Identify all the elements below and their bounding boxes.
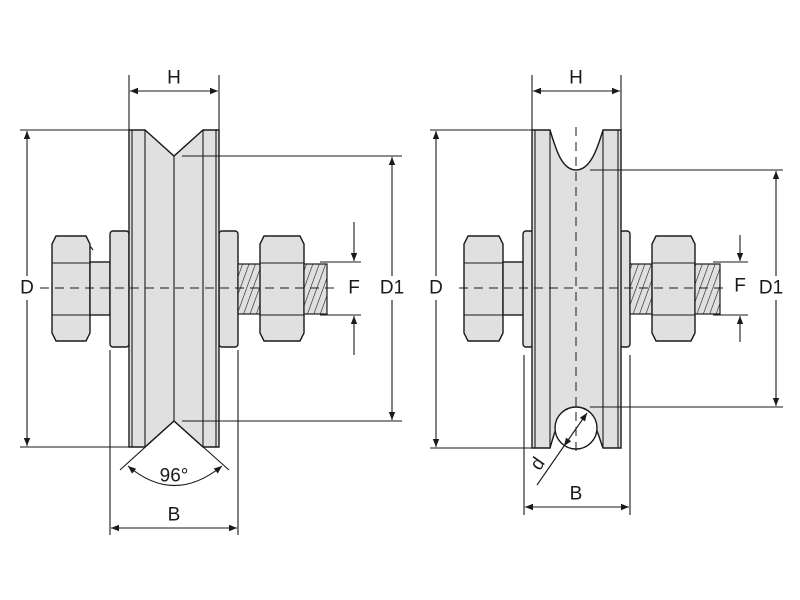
dim-label-D: D [20,278,34,299]
dim-label-H: H [569,68,583,89]
dim-label-D1: D1 [759,278,783,299]
dim-label-F: F [348,278,360,299]
dim-label-B: B [570,484,583,505]
dim-label-D1: D1 [380,278,404,299]
v-groove-wheel: D H D1 F B 96° [20,68,404,535]
dim-label-angle: 96° [160,466,189,487]
bolt-head [463,235,525,342]
thread-outer [303,263,328,315]
wheel-body [128,129,220,448]
hub-right [218,230,239,348]
hub-left [109,230,130,348]
round-groove-wheel: D H D1 F B d [429,68,783,515]
dim-label-D: D [429,278,443,299]
thread-inner [237,263,263,315]
dim-label-B: B [168,505,181,526]
dim-label-F: F [734,276,746,297]
thread-outer [694,263,721,315]
dim-label-H: H [167,68,181,89]
thread-inner [629,263,653,315]
